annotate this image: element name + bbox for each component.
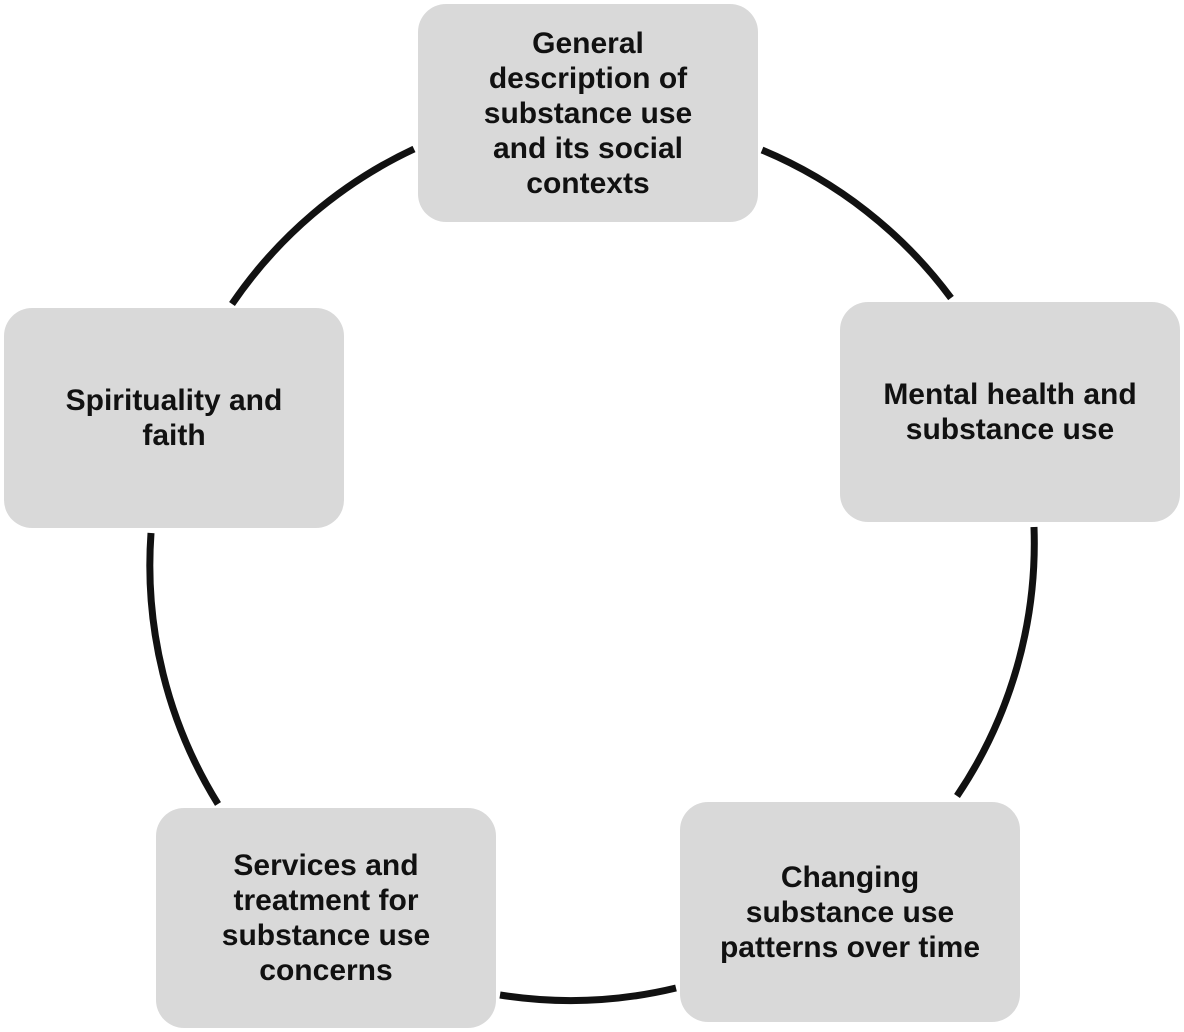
node-changing-patterns: Changing substance use patterns over tim… [680,802,1020,1022]
connector-spirituality-to-general [229,145,416,306]
node-mental-health: Mental health and substance use [840,302,1180,522]
node-label-services-treatment: Services and treatment for substance use… [221,849,431,987]
connector-changing-to-services [499,984,677,1004]
node-label-changing-patterns: Changing substance use patterns over tim… [719,860,981,964]
node-services-treatment: Services and treatment for substance use… [156,808,496,1028]
node-label-general-description: General description of substance use and… [483,26,693,200]
connector-mental-to-changing [954,526,1038,798]
node-label-spirituality-faith: Spirituality and faith [65,384,283,452]
node-general-description: General description of substance use and… [418,4,758,222]
connector-general-to-mental [760,146,954,301]
node-spirituality-faith: Spirituality and faith [4,308,344,528]
cycle-connectors [146,145,1038,1004]
node-label-mental-health: Mental health and substance use [883,378,1137,446]
connector-services-to-spirituality [146,532,221,806]
